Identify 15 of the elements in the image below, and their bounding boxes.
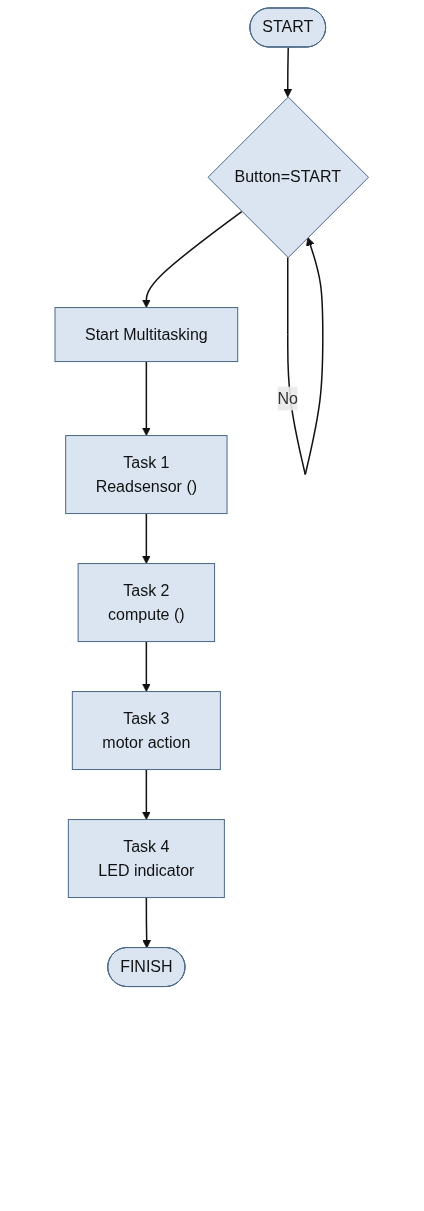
node-box: Start Multitasking	[54, 307, 239, 363]
node-box: Task 4 LED indicator	[68, 819, 226, 899]
node-diamond: Button=START	[207, 96, 370, 259]
arrow	[142, 210, 243, 308]
arrow	[142, 768, 151, 820]
edge-label: No	[277, 389, 299, 407]
arrow	[283, 46, 293, 98]
arrow	[142, 512, 151, 564]
node-box: Task 2 compute ()	[77, 563, 216, 643]
node-box: Task 3 motor action	[72, 691, 222, 771]
node-box: Task 1 Readsensor ()	[65, 435, 228, 515]
arrow	[142, 360, 151, 436]
arrow	[287, 237, 324, 476]
arrow	[142, 896, 152, 949]
arrow	[142, 640, 151, 692]
